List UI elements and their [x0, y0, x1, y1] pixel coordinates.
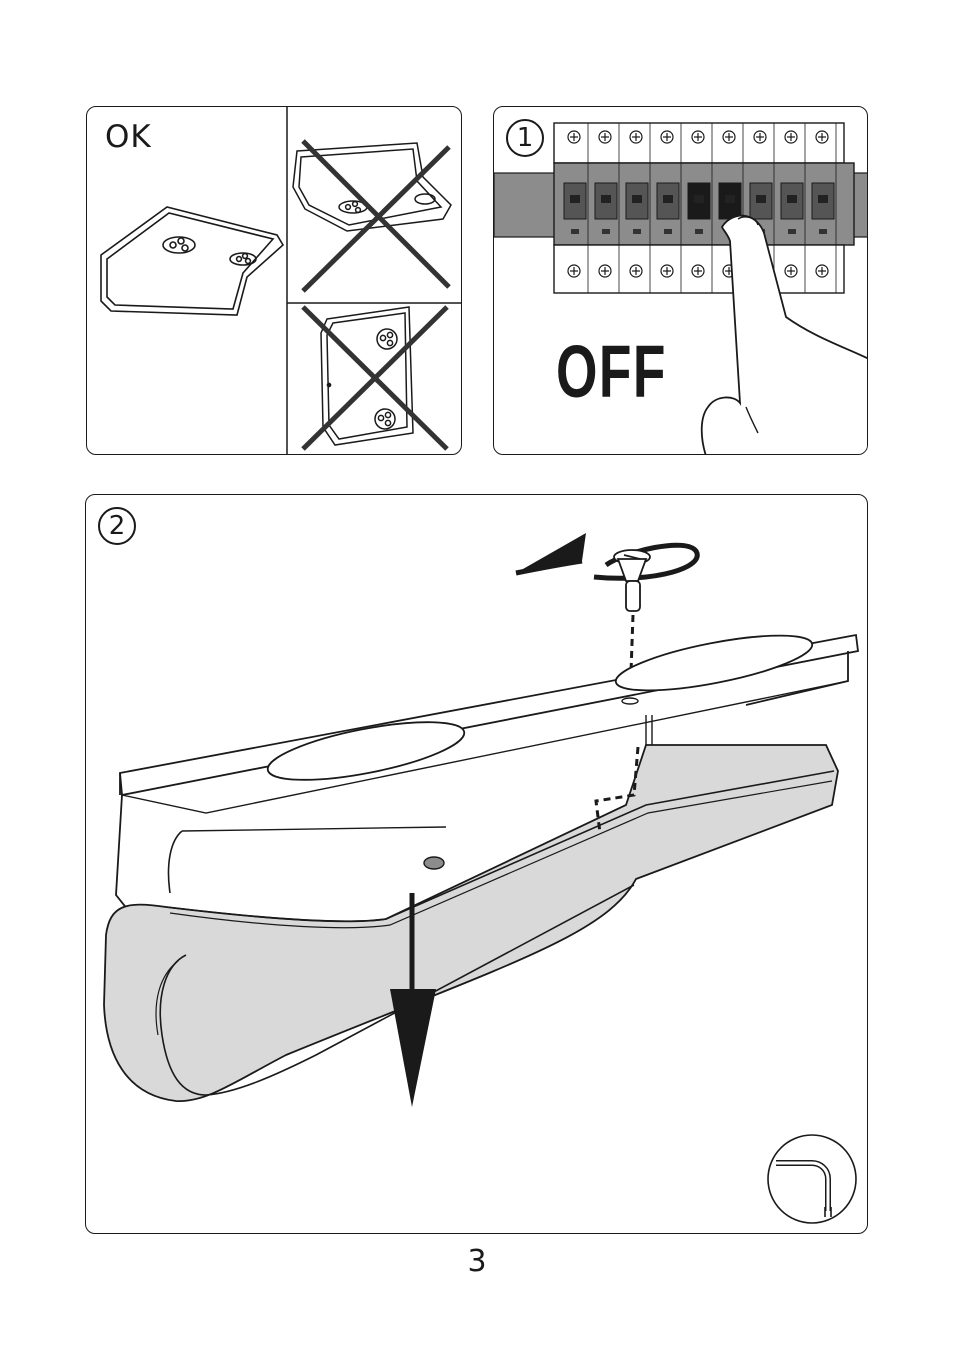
step-number-2: 2 [98, 507, 136, 545]
circuit-breaker-icon [494, 107, 868, 455]
step-number-1: 1 [506, 119, 544, 157]
remove-cover-illustration [86, 495, 868, 1234]
page-number: 3 [0, 1244, 954, 1279]
bracket-wrong-icon [321, 307, 413, 445]
rotate-arrow-icon [516, 533, 697, 578]
power-off-panel: 1 OFF [493, 106, 868, 455]
remove-cover-panel: 2 [85, 494, 868, 1234]
bracket-correct-icon [101, 207, 283, 315]
allen-key-icon [768, 1135, 856, 1223]
orientation-illustration [87, 107, 462, 455]
off-label: OFF [556, 329, 667, 414]
orientation-panel: OK [86, 106, 462, 455]
